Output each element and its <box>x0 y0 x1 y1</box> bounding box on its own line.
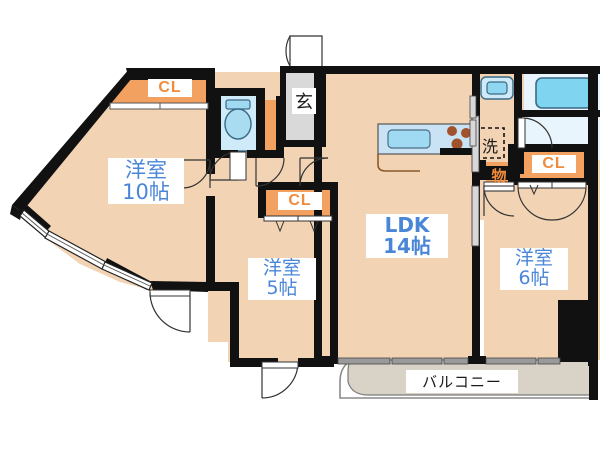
toilet-tank <box>225 99 251 110</box>
kitchen-counter-edge <box>377 154 420 172</box>
room-label-washitsu10: 洋室 10帖 <box>108 158 184 205</box>
washing-machine-label: 洗 <box>481 137 498 156</box>
window-sashes <box>19 95 561 365</box>
door-storage <box>483 185 515 192</box>
closet-bed6-folding-doors <box>529 184 539 196</box>
bathtub <box>535 77 593 109</box>
door-entrance <box>289 35 323 66</box>
entrance-label: 玄 <box>292 88 316 114</box>
doors <box>149 35 587 399</box>
stove-three-burner <box>447 126 471 150</box>
closet-label-top-left: CL <box>148 79 192 97</box>
closet-label-bed5: CL <box>278 192 322 210</box>
balcony-label: バルコニー <box>406 370 518 393</box>
room-label-washitsu5: 洋室 5帖 <box>248 258 316 300</box>
closet-bed5-folding-doors <box>263 215 333 233</box>
room-label-ldk: LDK 14帖 <box>366 214 448 258</box>
kitchen-sink-basin <box>387 129 431 149</box>
vanity-sink <box>480 76 514 100</box>
door-washitsu10-leaf <box>149 289 191 297</box>
kitchen-counter <box>377 123 476 172</box>
closet-label-bed6: CL <box>532 155 576 173</box>
storage-label: 物 <box>491 167 507 185</box>
toilet-bowl <box>224 108 252 140</box>
toilet-room <box>218 94 258 152</box>
room-label-washitsu6: 洋室 6帖 <box>500 248 568 290</box>
